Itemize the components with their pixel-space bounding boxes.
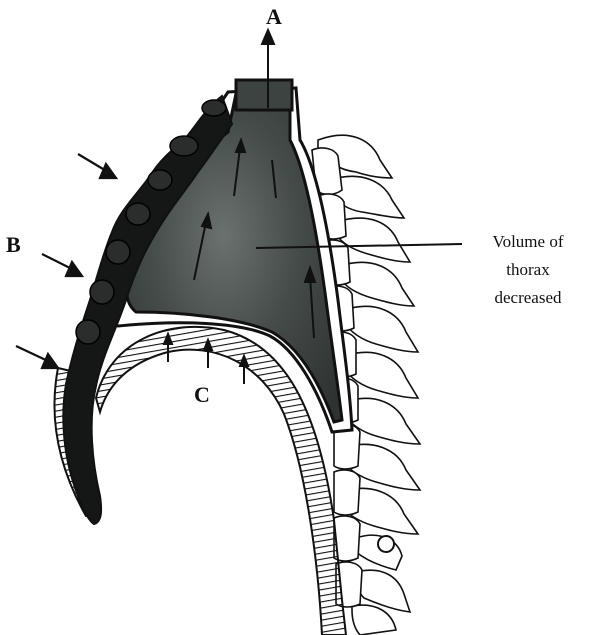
volume-annotation: Volume of thorax decreased bbox=[458, 228, 597, 312]
annotation-line-3: decreased bbox=[458, 284, 597, 312]
label-c: C bbox=[194, 382, 210, 408]
label-a: A bbox=[266, 4, 282, 30]
annotation-line-2: thorax bbox=[458, 256, 597, 284]
annotation-line-1: Volume of bbox=[458, 228, 597, 256]
trachea bbox=[236, 80, 292, 110]
thorax-cavity bbox=[127, 84, 342, 422]
label-b: B bbox=[6, 232, 21, 258]
vertebra-knob bbox=[378, 536, 394, 552]
